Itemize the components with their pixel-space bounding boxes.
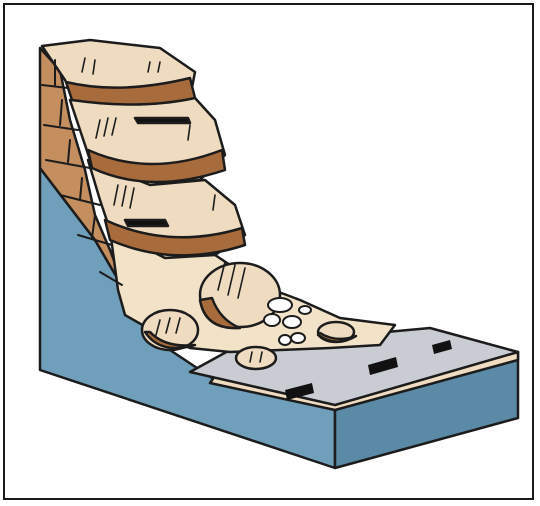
crack-lower xyxy=(125,220,168,226)
boulder-small-1 xyxy=(236,347,276,369)
crack-upper xyxy=(135,118,190,123)
